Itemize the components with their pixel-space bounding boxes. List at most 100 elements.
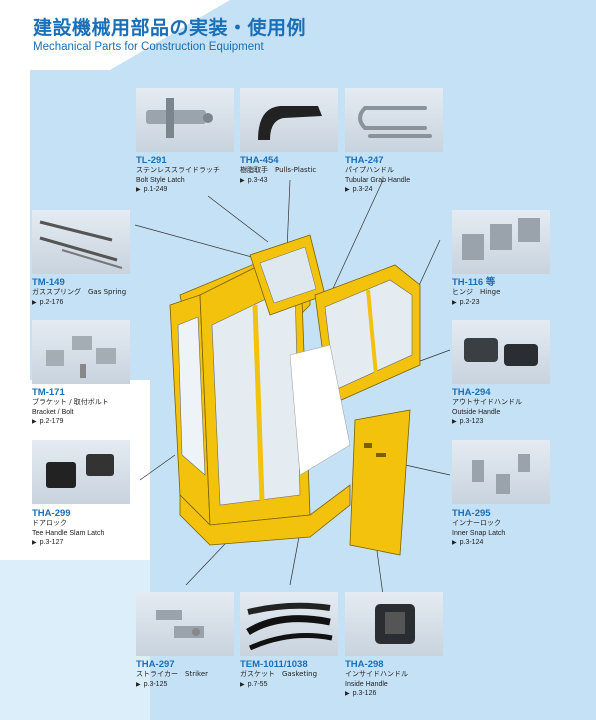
part-name-jp: インナーロック [452,519,501,527]
part-tha454: THA-454 樹脂取手 Pulls-Plastic ▶p.3-43 [240,155,316,186]
arrow-icon: ▶ [345,187,350,193]
part-code: THA-294 [452,387,491,398]
part-tm171: TM-171 ブラケット / 取付ボルト Bracket / Bolt ▶p.2… [32,387,109,427]
part-page-ref: ▶p.3-24 [345,185,410,195]
arrow-icon: ▶ [240,681,245,688]
part-page-ref: ▶p.3-125 [136,680,208,690]
part-name-en: Outside Handle [452,408,501,416]
page-ref-text: p.7-55 [247,680,268,688]
part-code: THA-299 [32,508,71,519]
part-tha247: THA-247 パイプハンドル Tubular Grab Handle ▶p.3… [345,155,410,195]
part-code: THA-454 [240,155,279,166]
part-page-ref: ▶p.3-123 [452,417,522,427]
part-name-en: Bracket / Bolt [32,408,74,416]
photo-tha294 [452,320,550,384]
part-name-jp: ドアロック [32,519,67,527]
part-name-jp-text: 樹脂取手 [240,166,268,174]
part-page-ref: ▶p.3-43 [240,176,316,186]
arrow-icon: ▶ [452,540,457,546]
part-page-ref: ▶p.3-124 [452,538,505,548]
part-code: TEM-1011/1038 [240,659,308,670]
part-tl291: TL-291 ステンレススライドラッチ Bolt Style Latch ▶p.… [136,155,220,195]
part-tha297: THA-297 ストライカー Striker ▶p.3-125 [136,659,208,690]
part-name-jp: ステンレススライドラッチ [136,166,220,174]
photo-tha298 [345,592,443,656]
page-ref-text: p.3-124 [459,539,484,546]
arrow-icon: ▶ [452,299,457,306]
part-name-jp-text: ヒンジ [452,288,473,296]
part-name-jp: 樹脂取手 Pulls-Plastic [240,166,316,176]
photo-tha297 [136,592,234,656]
part-code: TH-116 等 [452,277,496,288]
part-code: THA-295 [452,508,491,519]
part-page-ref: ▶p.2-179 [32,417,109,427]
part-name-jp-text: ガスケット [240,670,275,678]
arrow-icon: ▶ [452,419,457,425]
part-code: THA-247 [345,155,384,166]
photo-tha299 [32,440,130,504]
part-page-ref: ▶p.2-23 [452,298,500,308]
part-code: THA-298 [345,659,384,670]
page-ref-text: p.3-123 [459,418,484,425]
cab-illustration [169,234,421,556]
part-page-ref: ▶p.3-126 [345,689,408,699]
part-tha298: THA-298 インサイドハンドル Inside Handle ▶p.3-126 [345,659,408,699]
page-ref-text: p.3-125 [143,680,168,688]
page-ref-text: p.2-179 [39,418,64,425]
page-ref-text: p.2-23 [459,298,480,306]
photo-tha454 [240,88,338,152]
part-name-en: Tubular Grab Handle [345,176,411,184]
part-name-jp: ストライカー Striker [136,670,208,680]
page-ref-text: p.3-43 [247,176,268,184]
page-ref-text: p.3-24 [352,186,373,193]
part-code: THA-297 [136,659,175,670]
photo-tha247 [345,88,443,152]
part-name-en: Gasketing [282,670,318,678]
page-ref-text: p.3-127 [39,539,64,546]
part-page-ref: ▶p.1-249 [136,185,220,195]
part-name-jp: インサイドハンドル [345,670,408,678]
photo-th116 [452,210,550,274]
photo-tm171 [32,320,130,384]
page-ref-text: p.2-176 [39,298,64,306]
arrow-icon: ▶ [32,299,37,306]
part-name-jp: アウトサイドハンドル [452,398,522,406]
part-code: TM-149 [32,277,65,288]
part-tha299: THA-299 ドアロック Tee Handle Slam Latch ▶p.3… [32,508,104,548]
part-name-jp-text: ストライカー [136,670,178,678]
part-tha294: THA-294 アウトサイドハンドル Outside Handle ▶p.3-1… [452,387,522,427]
part-name-jp: パイプハンドル [345,166,394,174]
page-subtitle: Mechanical Parts for Construction Equipm… [33,41,264,53]
part-name-en: Inside Handle [345,680,388,688]
part-page-ref: ▶p.3-127 [32,538,104,548]
photo-tm149 [32,210,130,274]
part-name-en: Pulls-Plastic [275,166,317,174]
photo-tl291 [136,88,234,152]
part-name-en: Bolt Style Latch [136,176,185,184]
part-name-en: Tee Handle Slam Latch [32,529,105,537]
part-tha295: THA-295 インナーロック Inner Snap Latch ▶p.3-12… [452,508,505,548]
arrow-icon: ▶ [240,177,245,184]
part-name-en: Hinge [480,288,501,296]
part-name-en: Striker [185,670,208,678]
part-code: TM-171 [32,387,65,398]
arrow-icon: ▶ [136,681,141,688]
page-ref-text: p.3-126 [352,690,377,697]
arrow-icon: ▶ [32,540,37,546]
arrow-icon: ▶ [136,187,141,193]
photo-tem1011 [240,592,338,656]
part-page-ref: ▶p.2-176 [32,298,126,308]
part-tm149: TM-149 ガススプリング Gas Spring ▶p.2-176 [32,277,126,308]
part-name-jp: ヒンジ Hinge [452,288,500,298]
part-name-jp-text: ガススプリング [32,288,81,296]
arrow-icon: ▶ [345,691,350,697]
arrow-icon: ▶ [32,419,37,425]
part-name-jp: ガススプリング Gas Spring [32,288,126,298]
part-name-jp: ガスケット Gasketing [240,670,317,680]
part-tem1011: TEM-1011/1038 ガスケット Gasketing ▶p.7-55 [240,659,317,690]
part-page-ref: ▶p.7-55 [240,680,317,690]
part-name-jp: ブラケット / 取付ボルト [32,398,109,406]
part-name-en: Gas Spring [88,288,127,296]
part-th116: TH-116 等 ヒンジ Hinge ▶p.2-23 [452,277,500,308]
page-ref-text: p.1-249 [143,186,168,193]
